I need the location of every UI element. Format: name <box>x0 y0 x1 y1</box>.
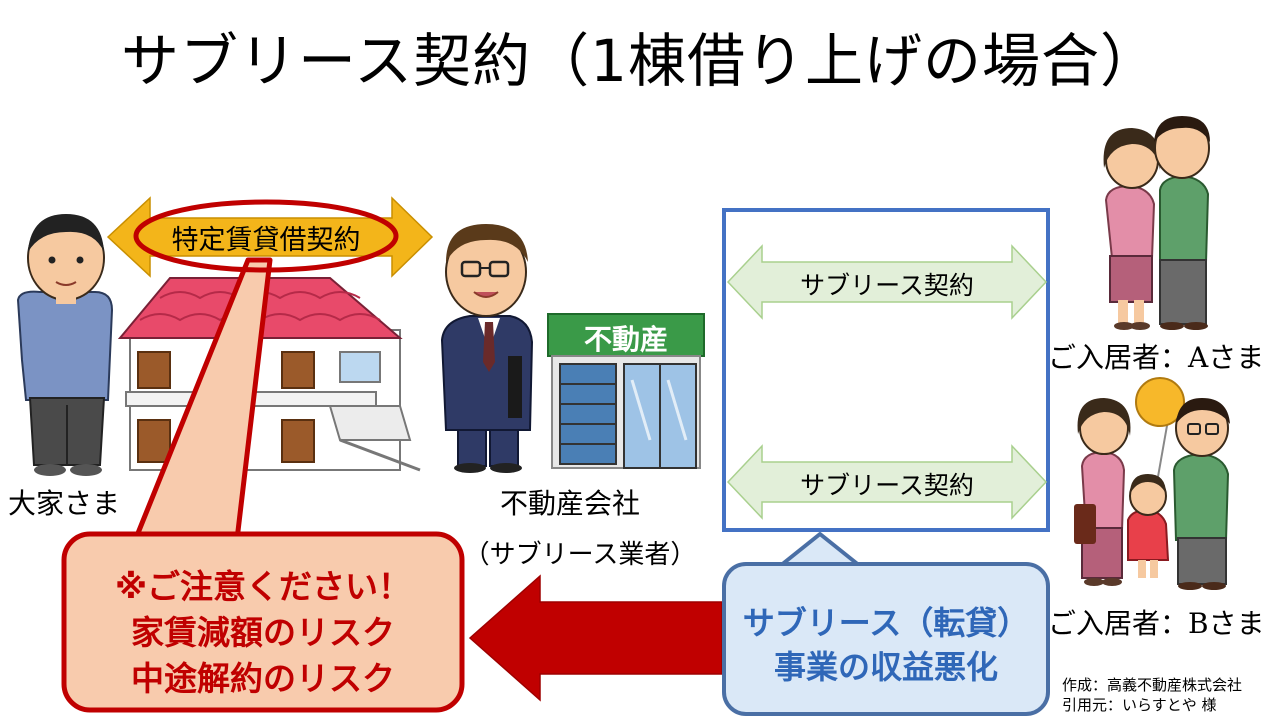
sublease-business-line-1: サブリース（転貸） <box>742 604 1030 642</box>
tenant-a-label: ご入居者：Aさま <box>1048 341 1265 374</box>
landlord-illustration <box>16 214 114 476</box>
warning-box <box>61 531 465 713</box>
page-title: サブリース契約（1棟借り上げの場合） <box>120 27 1159 95</box>
company-label: 不動産会社 <box>499 487 640 520</box>
credit-source: 引用元：いらすとや 様 <box>1062 696 1217 714</box>
specific-contract-arrow <box>106 196 434 278</box>
businessman-illustration <box>440 224 534 473</box>
tenant-b-illustration <box>1074 377 1230 590</box>
credit-author: 作成：高義不動産株式会社 <box>1062 676 1243 694</box>
tenant-b-label: ご入居者：Bさま <box>1048 607 1265 640</box>
landlord-label: 大家さま <box>8 487 121 520</box>
company-sublabel: （サブリース業者） <box>463 540 697 570</box>
apartment-building-illustration <box>117 277 421 472</box>
warning-line-3: 中途解約のリスク <box>131 659 395 698</box>
sublease-box <box>722 208 1050 532</box>
specific-contract-label: 特定賃貸借契約 <box>171 225 361 256</box>
tenant-a-illustration <box>1103 116 1210 330</box>
sublease-contract-label-2: サブリース契約 <box>800 471 974 500</box>
shop-sign: 不動産 <box>583 323 668 356</box>
sublease-business-pointer <box>778 532 862 568</box>
warning-line-2: 家賃減額のリスク <box>131 613 395 652</box>
warning-line-1: ※ご注意ください！ <box>114 567 412 606</box>
sublease-arrow-1 <box>726 244 1048 320</box>
sublease-arrow-2 <box>726 444 1048 520</box>
sublease-business-box <box>722 562 1050 716</box>
risk-arrow <box>468 574 723 702</box>
sublease-contract-label-1: サブリース契約 <box>800 271 974 300</box>
contract-highlight-ellipse <box>133 199 399 273</box>
sublease-business-line-2: 事業の収益悪化 <box>773 648 998 686</box>
real-estate-shop-illustration <box>547 313 705 469</box>
